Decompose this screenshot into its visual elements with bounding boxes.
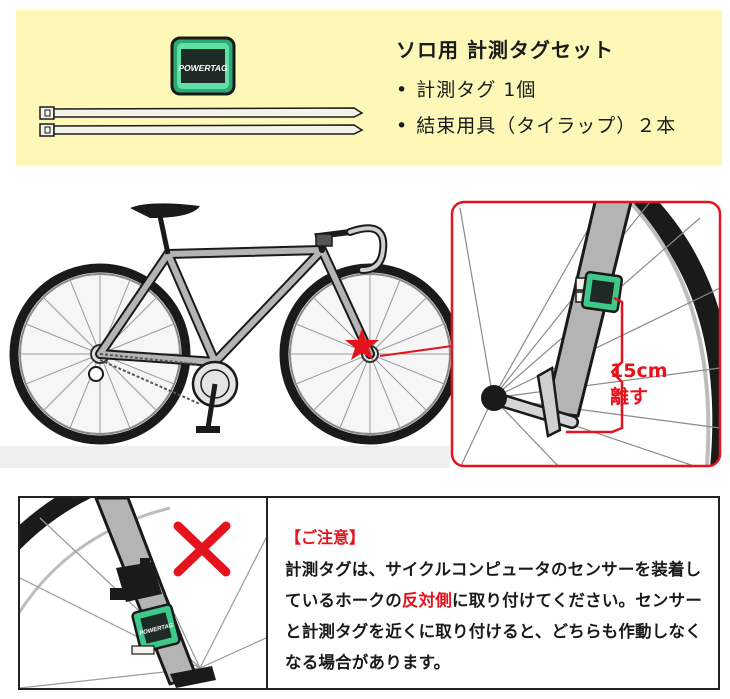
kit-item: 結束用具（タイラップ）２本 [396,108,676,144]
caution-highlight: 反対側 [401,591,453,610]
prohibited-x-icon [173,521,231,577]
caution-divider [266,498,268,688]
caution-text-before: 計測タグは、サイクルコンピュータのセンサーを装着しているホークの [285,560,702,610]
fork-zoom-detail [450,200,722,468]
bicycle-illustration [9,203,461,445]
distance-label: 15cm 離す [610,358,668,410]
power-tag-icon: POWERTAG [170,36,236,96]
mounting-diagram [0,200,722,468]
crankset [99,353,239,433]
cable-tie-icon [39,106,364,120]
speed-sensor-icon [110,558,162,602]
power-tag-icon: POWERTAG [131,603,181,653]
zoom-pointer [379,345,453,357]
distance-text: 離す [610,386,649,408]
caution-text-after: に取り付けてください。センサーと計測タグを近くに取り付けると、どちらも作動しなく… [285,591,703,672]
power-tag-icon [580,270,624,314]
caution-panel: POWERTAG 【ご注意】 計測タグは、サイクルコンピュータのセンサーを装着し… [18,496,720,690]
kit-item: 計測タグ 1個 [396,72,676,108]
kit-illustration: POWERTAG [39,36,364,137]
distance-value: 15cm [610,360,668,382]
cable-tie-icon [39,123,364,137]
caution-body: 計測タグは、サイクルコンピュータのセンサーを装着しているホークの反対側に取り付け… [285,554,710,678]
saddle [130,203,200,218]
wrong-mounting-illustration: POWERTAG [20,498,266,688]
caution-text-block: 【ご注意】 計測タグは、サイクルコンピュータのセンサーを装着しているホークの反対… [285,524,710,678]
kit-title: ソロ用 計測タグセット [396,38,614,62]
kit-contents-panel: POWERTAG ソロ用 計測タグセット 計測タグ 1個 結束用具（タイラップ）… [16,10,722,166]
star-marker-icon [345,328,379,360]
kit-item-list: 計測タグ 1個 結束用具（タイラップ）２本 [396,72,676,144]
tag-logo: POWERTAG [178,63,228,73]
caution-title: 【ご注意】 [285,528,366,547]
